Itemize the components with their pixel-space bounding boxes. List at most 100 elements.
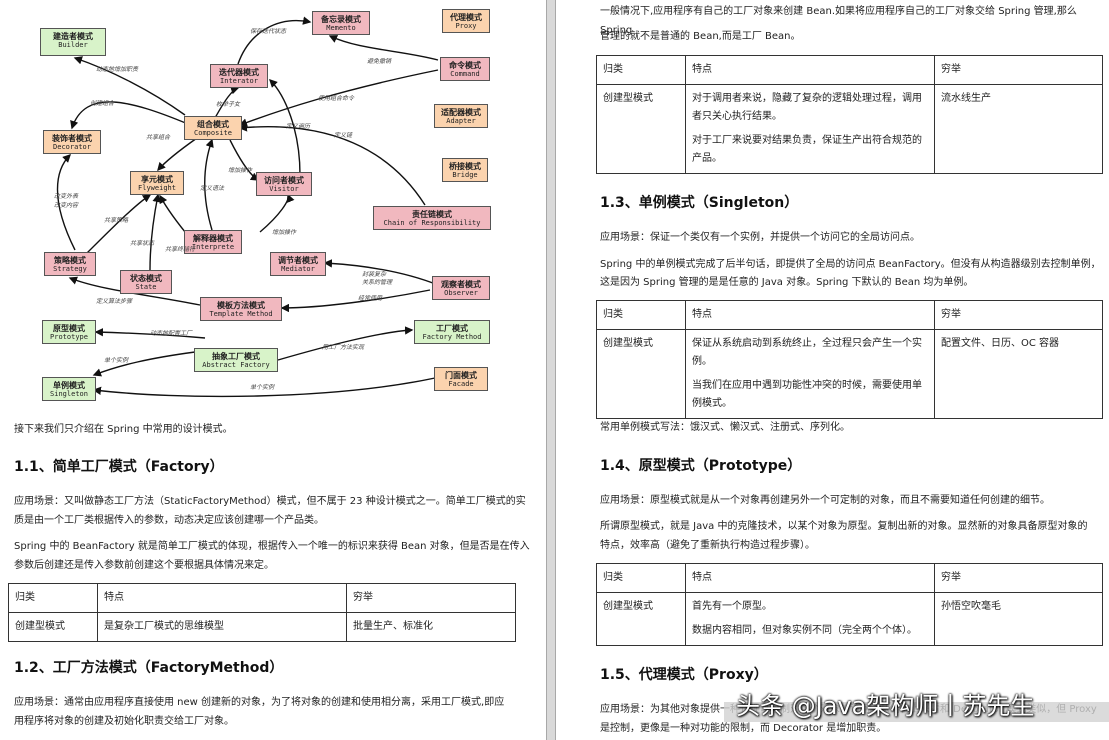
edge-label: 关系的管理 [362,279,393,286]
edge-strategy-decorator [56,154,76,251]
edge-facade-singleton [92,377,436,398]
table-cell: 孙悟空吹毫毛 [934,592,1103,646]
section-1-3-title: 1.3、单例模式（Singleton） [600,195,799,211]
edge-label: 封装复杂 [362,271,387,278]
edge-label: 单个实例 [250,384,275,391]
table-header-row: 归类 特点 穷举 [596,300,1103,330]
edge-label: 改变内容 [54,202,79,209]
s14-para1: 应用场景：原型模式就是从一个对象再创建另外一个可定制的对象，而且不需要知道任何创… [600,495,1050,506]
edge-label: 增加操作 [228,167,253,174]
edge-label: 使用组合命令 [318,95,355,102]
table-cell: 批量生产、标准化 [346,612,516,642]
edge-abstract-singleton [92,351,196,377]
s14-para2-line1: 所谓原型模式，就是 Java 中的克隆技术，以某个对象为原型。复制出新的对象。显… [600,521,1088,532]
table-header-cell: 特点 [97,583,347,613]
edge-label: 保存迭代状态 [250,28,287,35]
table-row: 创建型模式 是复杂工厂模式的思维模型 批量生产、标准化 [8,612,516,642]
table-header-cell: 穷举 [346,583,516,613]
edge-observer-mediator [323,259,439,286]
edge-label: 共享状态 [130,240,155,247]
table-header-cell: 归类 [596,300,686,330]
table-singleton: 归类 特点 穷举 创建型模式 保证从系统启动到系统终止，全过程只会产生一个实 例… [596,300,1103,419]
edge-label: 避免撤销 [367,58,392,65]
edge-label: 枚举子女 [216,101,241,108]
table-header-cell: 特点 [685,300,935,330]
page-gutter [546,0,556,740]
cell-line: 数据内容相同，但对象实例不同（完全两个个体）。 [692,625,917,636]
table-header-cell: 穷举 [934,300,1103,330]
edge-label: 动态地配置工厂 [150,330,193,337]
cell-line: 保证从系统启动到系统终止，全过程只会产生一个实 [692,338,922,349]
section-1-5-title: 1.5、代理模式（Proxy） [600,667,768,683]
edge-state-flyweight [149,193,161,271]
cell-line: 首先有一个原型。 [692,601,772,612]
edge-label: 创建组合 [90,100,115,107]
table-row: 创建型模式 对于调用者来说，隐藏了复杂的逻辑处理过程，调用 者只关心执行结果。 … [596,84,1103,174]
cell-line: 例。 [692,356,712,367]
table-header-cell: 归类 [596,563,686,593]
p0-line1: 一般情况下,应用程序有自己的工厂对象来创建 Bean.如果将应用程序自己的工厂对… [600,6,1077,36]
table-header-cell: 归类 [8,583,98,613]
edge-label: 单个实例 [104,357,129,364]
s12-para1-line1: 应用场景：通常由应用程序直接使用 new 创建新的对象，为了将对象的创建和使用相… [14,697,505,708]
table-cell: 创建型模式 [596,329,686,419]
edge-command-memento [328,35,439,61]
table-row: 创建型模式 首先有一个原型。 数据内容相同，但对象实例不同（完全两个个体）。 孙… [596,592,1103,646]
table-cell: 首先有一个原型。 数据内容相同，但对象实例不同（完全两个个体）。 [685,592,935,646]
edge-composite-visitor [229,139,260,181]
edge-label: 改变外表 [54,193,79,200]
table-cell: 创建型模式 [596,84,686,174]
right-page: 一般情况下,应用程序有自己的工厂对象来创建 Bean.如果将应用程序自己的工厂对… [556,0,1109,740]
edge-iterator-memento [237,16,312,65]
edge-composite-builder [73,56,186,116]
section-1-4-title: 1.4、原型模式（Prototype） [600,458,802,474]
table-header-cell: 穷举 [934,55,1103,85]
edge-label: 定义算法步骤 [96,298,133,305]
s13-para2-line2: 这是因为 Spring 管理的是是任意的 Java 对象。Spring 下默认的… [600,277,974,288]
section-1-1-title: 1.1、简单工厂模式（Factory） [14,459,224,475]
table-header-row: 归类 特点 穷举 [596,55,1103,85]
edge-label: 增加操作 [272,229,297,236]
table-header-cell: 特点 [685,55,935,85]
table-cell: 保证从系统启动到系统终止，全过程只会产生一个实 例。 当我们在应用中遇到功能性冲… [685,329,935,419]
cell-line: 当我们在应用中遇到功能性冲突的时候，需要使用单 [692,380,922,391]
edge-label: 共享组合 [146,134,171,141]
s15-para1-line2: 是控制，更像是一种对功能的限制，而 Decorator 是增加职责。 [600,723,887,734]
cell-line: 产品。 [692,153,722,164]
s11-para1-line2: 质是由一个工厂类根据传入的参数，动态决定应该创建哪一个产品类。 [14,515,324,526]
s13-para2-line1: Spring 中的单例模式完成了后半句话，即提供了全局的访问点 BeanFact… [600,259,1101,270]
section-1-2-title: 1.2、工厂方法模式（FactoryMethod） [14,660,284,676]
table-header-cell: 归类 [596,55,686,85]
table-cell: 配置文件、日历、OC 容器 [934,329,1103,419]
s12-para1-line2: 用程序将对象的创建及初始化职责交给工厂对象。 [14,716,234,727]
table-row: 创建型模式 保证从系统启动到系统终止，全过程只会产生一个实 例。 当我们在应用中… [596,329,1103,419]
table-factory-method: 归类 特点 穷举 创建型模式 对于调用者来说，隐藏了复杂的逻辑处理过程，调用 者… [596,55,1103,174]
p0-line2: 管理的就不是普通的 Bean,而是工厂 Bean。 [600,31,801,42]
table-header-row: 归类 特点 穷举 [596,563,1103,593]
table-factory: 归类 特点 穷举 创建型模式 是复杂工厂模式的思维模型 批量生产、标准化 [8,583,516,642]
edge-strategy-flyweight [84,194,152,256]
table-cell: 流水线生产 [934,84,1103,174]
table-cell: 是复杂工厂模式的思维模型 [97,612,347,642]
table-cell: 对于调用者来说，隐藏了复杂的逻辑处理过程，调用 者只关心执行结果。 对于工厂来说… [685,84,935,174]
edge-command-composite [238,69,439,127]
cell-line: 者只关心执行结果。 [692,111,782,122]
